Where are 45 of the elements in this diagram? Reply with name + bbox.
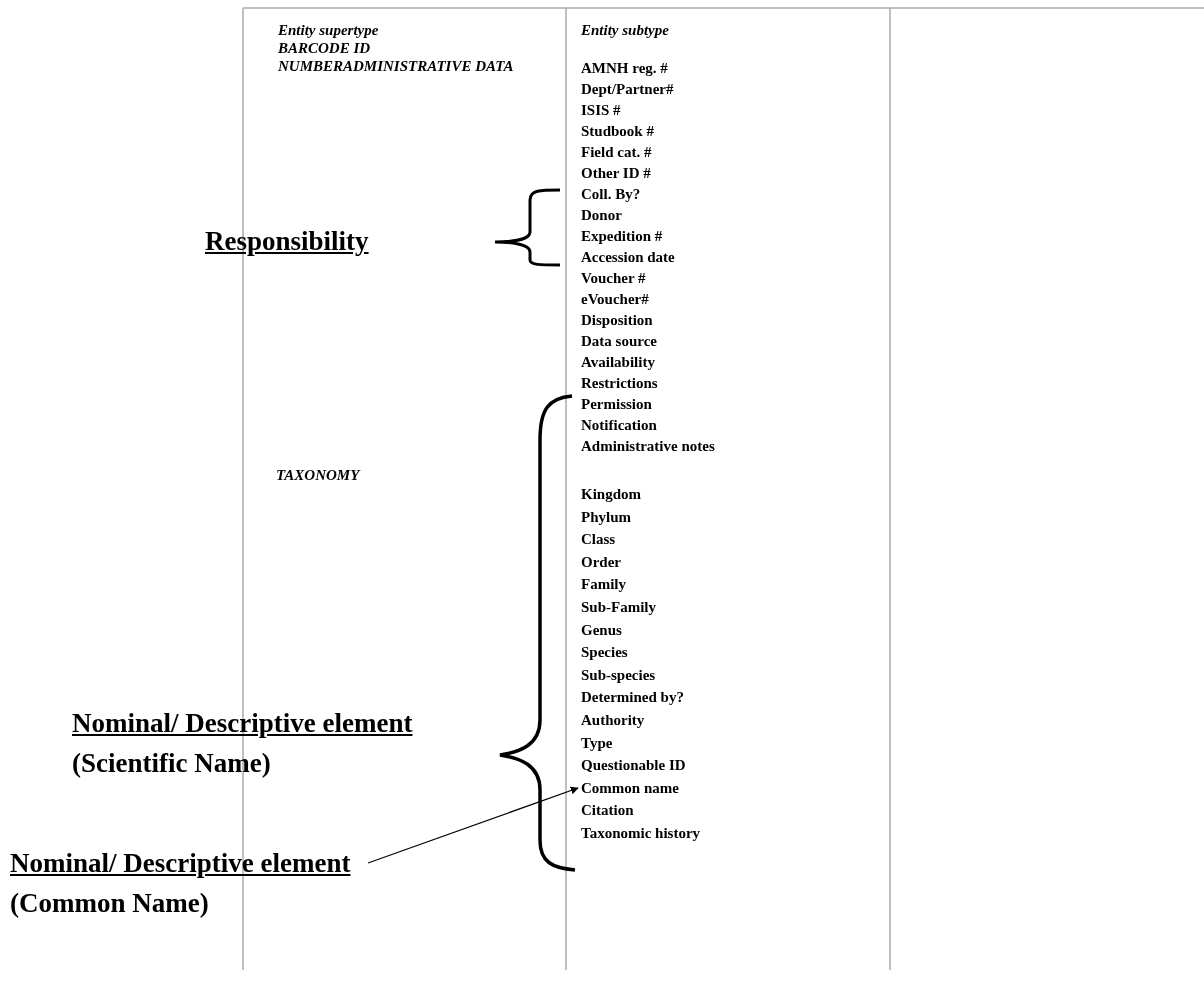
field-name: Expedition # [581,227,663,245]
field-name: Availability [581,353,655,371]
field-name: Studbook # [581,122,654,140]
section-heading: TAXONOMY [276,466,360,484]
field-name: Citation [581,801,634,820]
field-name: Data source [581,332,657,350]
field-name: Taxonomic history [581,824,701,842]
field-name: Restrictions [581,374,658,392]
field-name: AMNH reg. # [581,59,668,77]
field-name: Donor [581,206,622,224]
field-name: Sub-Family [581,598,656,616]
field-name: Voucher # [581,269,646,287]
field-name: Administrative notes [581,437,715,455]
field-name: Type [581,733,613,752]
field-name: Authority [581,711,645,729]
arrow [367,786,579,864]
annotation-label: (Common Name) [10,888,209,918]
field-name: Phylum [581,507,631,526]
field-name: Dept/Partner# [581,80,674,98]
field-name: Kingdom [581,485,641,503]
field-name: Disposition [581,311,653,329]
annotation-label: Nominal/ Descriptive element [10,848,351,878]
column-heading: Entity subtype [581,21,669,39]
annotation-label: Responsibility [205,225,369,258]
field-name: Sub-species [581,665,656,684]
field-name: Permission [581,395,652,413]
field-name: Order [581,552,621,571]
field-name: ISIS # [581,101,621,119]
field-name: Determined by? [581,688,684,707]
section-heading: BARCODE ID NUMBERADMINISTRATIVE DATA [278,39,515,75]
field-name: Common name [581,778,679,797]
field-name: Species [581,643,628,662]
column-heading: Entity supertype [278,21,379,39]
field-name: Other ID # [581,164,651,182]
field-name: Coll. By? [581,185,641,203]
field-name: Field cat. # [581,143,652,161]
field-name: Accession date [581,248,675,266]
annotation-label: Nominal/ Descriptive element [72,708,413,738]
field-name: eVoucher# [581,290,649,308]
field-name: Family [581,575,626,594]
annotation-label: (Scientific Name) [72,748,271,778]
field-name: Notification [581,416,657,434]
field-name: Class [581,530,616,549]
field-name: Genus [581,620,622,639]
field-name: Questionable ID [581,756,686,775]
